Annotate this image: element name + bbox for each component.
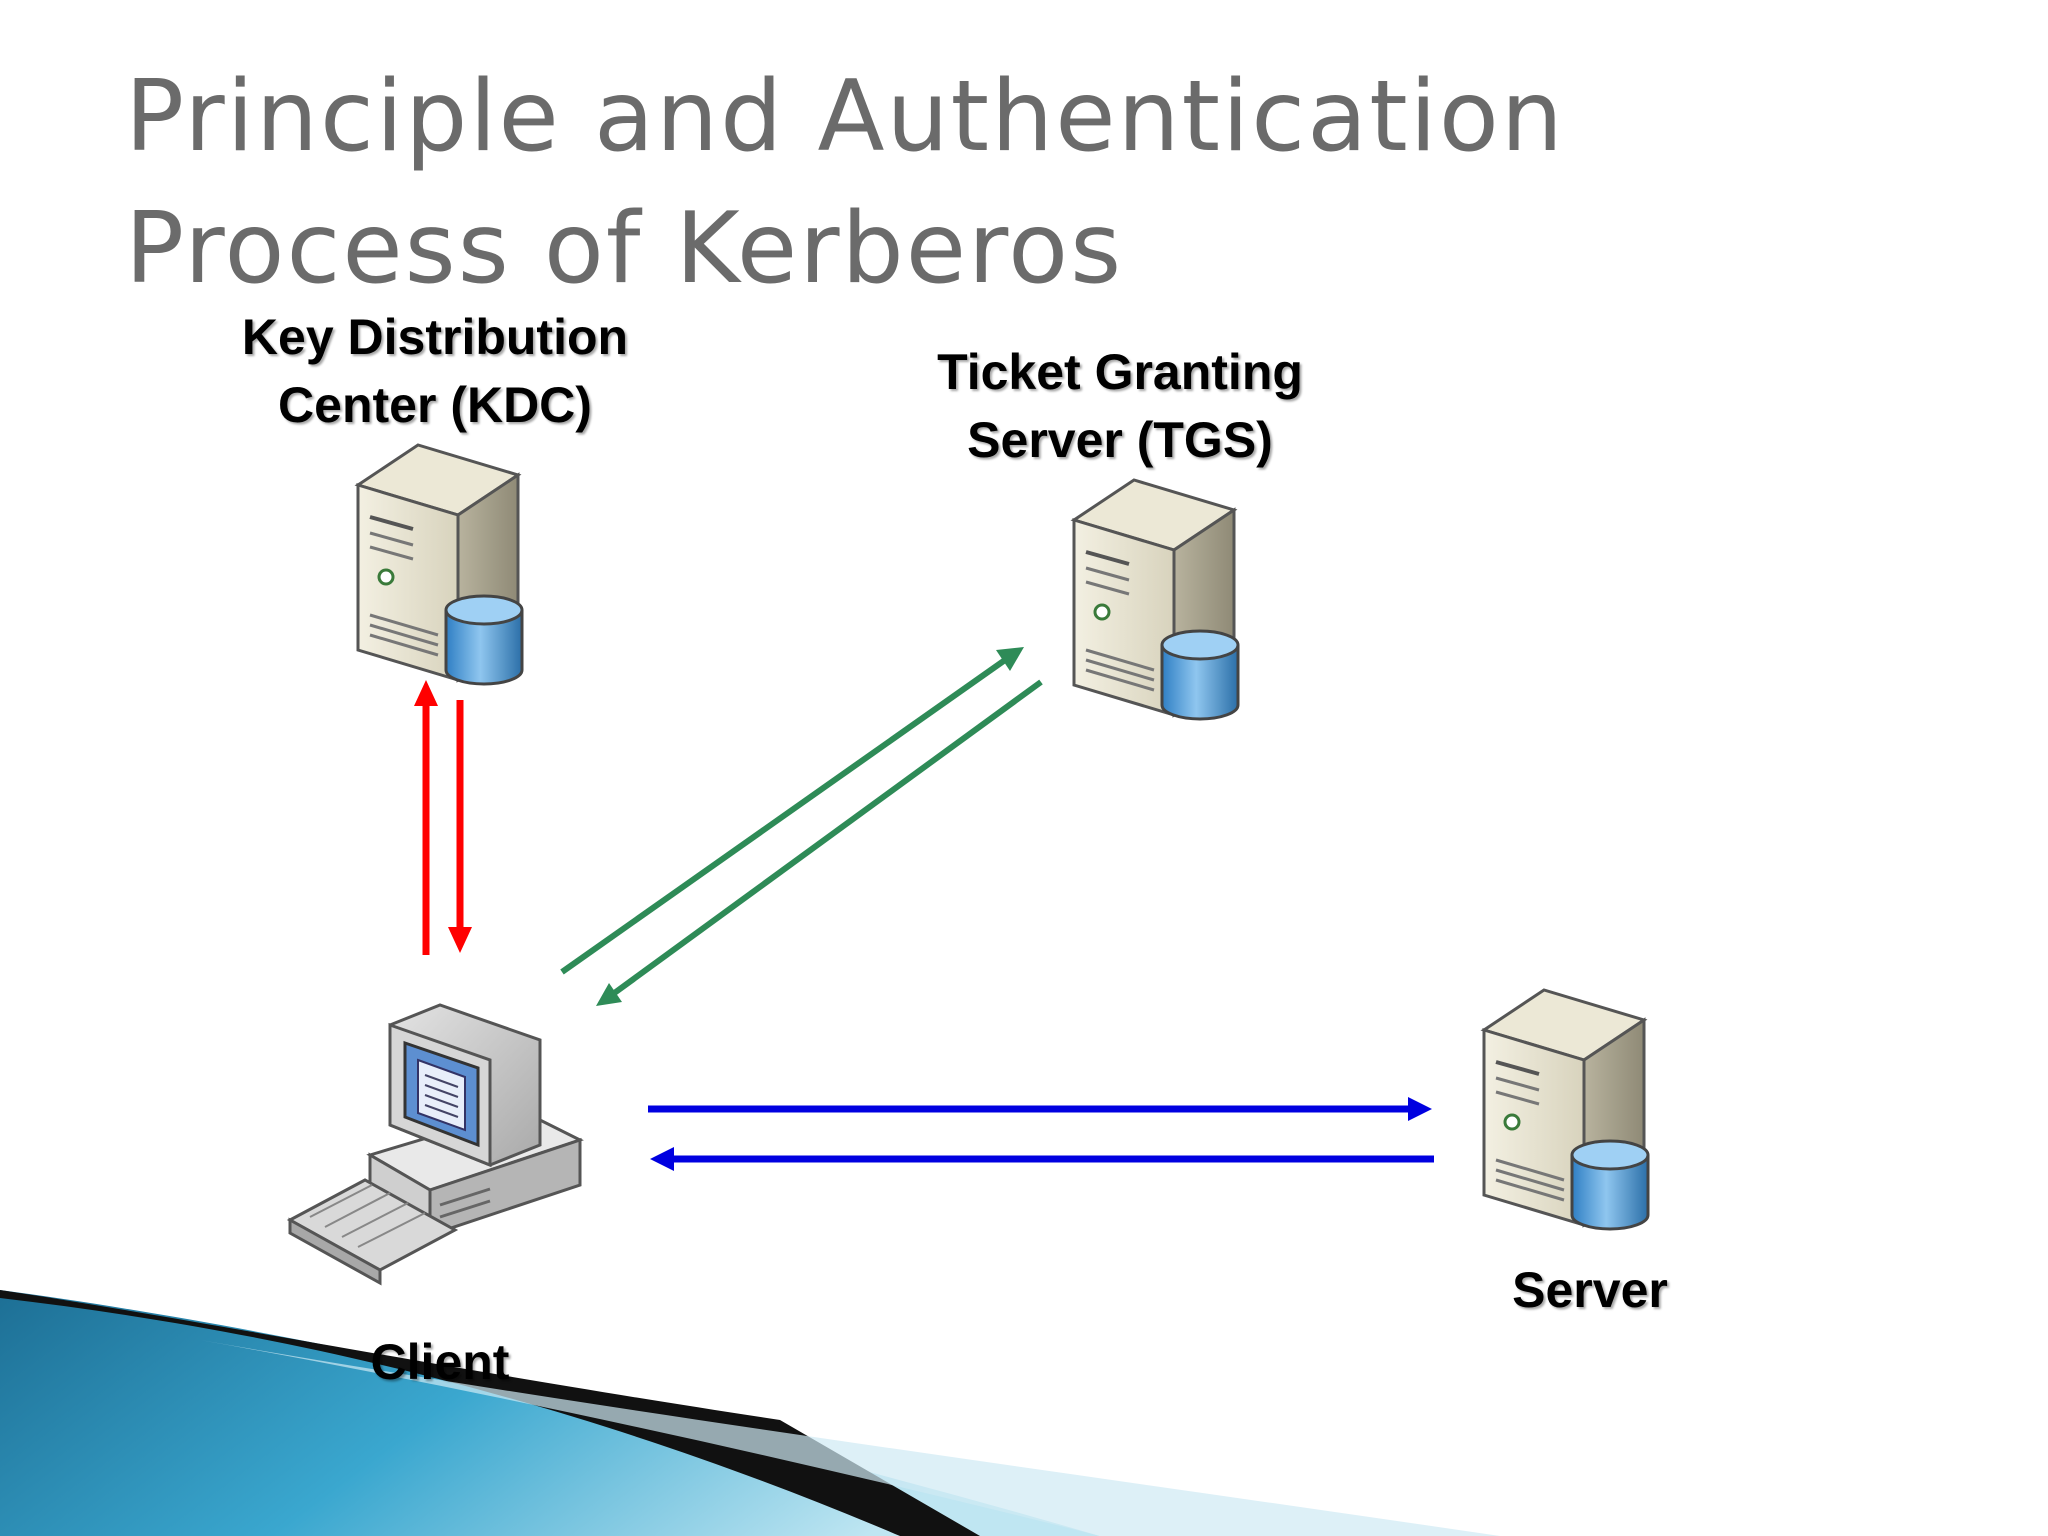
arrow-client-to-kdc: [414, 680, 438, 955]
kdc-label-line-2: Center (KDC): [278, 377, 592, 433]
arrow-kdc-to-client: [448, 700, 472, 953]
slide-title-line-1: Principle and Authentication: [125, 60, 1565, 174]
kdc-label-line-1: Key Distribution: [241, 309, 629, 365]
tgs-label-line-1: Ticket Granting: [937, 344, 1303, 400]
arrow-client-to-server: [648, 1097, 1432, 1121]
tgs-label: Ticket Granting Server (TGS): [860, 338, 1380, 474]
swoosh-decoration-blue: [0, 1290, 1100, 1536]
destination-server-icon: [1482, 988, 1650, 1231]
arrow-server-to-client: [650, 1147, 1434, 1171]
tgs-label-line-2: Server (TGS): [967, 412, 1273, 468]
arrow-client-to-tgs: [560, 647, 1024, 975]
arrow-tgs-to-client: [596, 679, 1043, 1006]
kdc-server-icon: [356, 443, 524, 686]
slide-title-line-2: Process of Kerberos: [125, 192, 1124, 306]
server-label: Server: [1512, 1262, 1668, 1318]
tgs-server-icon: [1072, 478, 1240, 721]
kdc-label: Key Distribution Center (KDC): [170, 303, 700, 439]
client-label: Client: [370, 1334, 510, 1390]
client-computer-icon: [286, 1003, 584, 1286]
swoosh-decoration-dark: [0, 1290, 980, 1536]
